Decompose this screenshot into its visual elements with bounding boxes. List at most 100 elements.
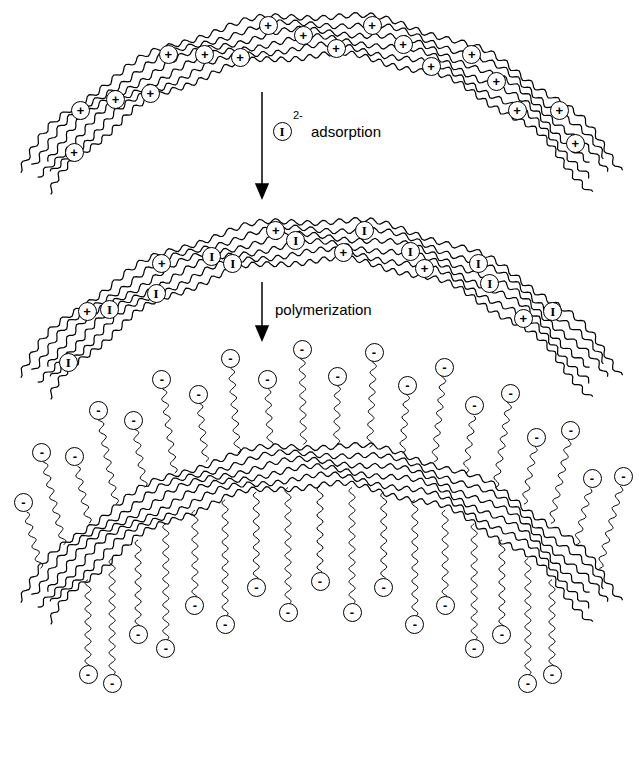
charge-sign: + (492, 75, 500, 88)
charge-circle: - (258, 370, 277, 389)
polymer-chain (109, 559, 115, 675)
polymer-chain (432, 376, 445, 462)
charge-sign: + (468, 48, 476, 61)
charge-sign: - (526, 677, 530, 690)
charge-sign: + (77, 104, 85, 117)
initiator-circle: I (273, 122, 292, 141)
fiber-strand (51, 51, 593, 195)
polymer-chain (471, 524, 477, 640)
polymer-chain (163, 524, 169, 640)
charge-circle: - (129, 625, 148, 644)
charge-sign: + (83, 305, 91, 318)
charge-circle: + (566, 134, 585, 153)
charge-sign: + (572, 137, 580, 150)
polymer-chain (464, 416, 476, 473)
charge-sign: - (472, 399, 476, 412)
charge-sign: I (230, 257, 235, 270)
polymer-chain (162, 389, 178, 473)
charge-circle: - (365, 343, 384, 362)
charge-circle: - (14, 493, 33, 512)
charge-sign: + (158, 257, 166, 270)
charge-circle: + (422, 57, 441, 76)
polymer-chain (285, 488, 291, 604)
charge-sign: - (350, 606, 354, 619)
charge-sign: I (293, 234, 298, 247)
initiator-circle: I (59, 353, 78, 372)
grafted-chains (25, 358, 622, 674)
initiator-circle: I (286, 231, 305, 250)
charge-sign: + (340, 246, 348, 259)
charge-circle: - (435, 358, 454, 377)
polymer-chain (299, 358, 306, 444)
polymer-chain (550, 440, 571, 523)
charge-sign: - (534, 431, 538, 444)
polymer-chain (549, 580, 555, 666)
initiator-circle: I (401, 242, 420, 261)
charge-sign: - (500, 628, 504, 641)
polymer-chain (523, 447, 537, 504)
charge-sign: - (318, 575, 322, 588)
charge-circle: - (405, 615, 424, 634)
charge-sign: - (372, 346, 376, 359)
charge-sign: + (520, 312, 528, 325)
charge-circle: + (65, 143, 84, 162)
charge-sign: - (550, 668, 554, 681)
fiber-strand (51, 256, 593, 400)
charge-circle: - (465, 396, 484, 415)
charge-circle: - (311, 572, 330, 591)
polymer-chain (494, 402, 511, 487)
polymer-chain (317, 486, 323, 572)
charge-circle: + (327, 39, 346, 58)
charge-circle: - (103, 674, 122, 693)
charge-circle: - (343, 603, 362, 622)
charge-superscript: 2- (292, 110, 304, 121)
charge-sign: - (160, 373, 164, 386)
charge-sign: - (223, 618, 227, 631)
charge-sign: + (513, 104, 521, 117)
polymer-chain (85, 580, 91, 666)
fiber-strand (21, 13, 623, 173)
charge-sign: - (265, 373, 269, 386)
charge-sign: I (476, 257, 481, 270)
charge-sign: I (487, 277, 492, 290)
initiator-circle: I (147, 284, 166, 303)
charge-circle: + (514, 309, 533, 328)
polymer-chain (76, 466, 92, 523)
charge-circle: - (221, 349, 240, 368)
charge-sign: + (332, 42, 340, 55)
charge-circle: - (436, 596, 455, 615)
fiber-strand (21, 218, 623, 378)
charge-circle: + (462, 45, 481, 64)
fiber-strand (21, 443, 623, 603)
charge-sign: - (382, 581, 386, 594)
charge-sign: - (300, 343, 304, 356)
charge-sign: - (96, 404, 100, 417)
charge-circle: + (334, 243, 353, 262)
charge-sign: - (40, 446, 44, 459)
charge-sign: - (86, 668, 90, 681)
charge-circle: + (259, 16, 278, 35)
charge-sign: - (196, 388, 200, 401)
process-arrows (256, 92, 268, 340)
charge-sign: + (421, 262, 429, 275)
charge-circle: - (374, 578, 393, 597)
charge-sign: - (286, 606, 290, 619)
fiber-strand (38, 464, 590, 607)
initiator-circle: I (480, 274, 499, 293)
charge-circle: - (32, 443, 51, 462)
charge-circle: + (106, 90, 125, 109)
charge-circle: - (561, 421, 580, 440)
charge-sign: - (21, 496, 25, 509)
charge-sign: - (73, 450, 77, 463)
charge-sign: I (550, 305, 555, 318)
initiator-circle: I (100, 300, 119, 319)
charge-circle: - (518, 674, 537, 693)
initiator-circle: I (355, 221, 374, 240)
polymer-chain (265, 389, 273, 447)
charge-sign: I (362, 224, 367, 237)
polymer-chain (442, 510, 448, 596)
charge-circle: - (614, 467, 633, 486)
charge-sign: + (236, 51, 244, 64)
initiator-circle: I (223, 254, 242, 273)
